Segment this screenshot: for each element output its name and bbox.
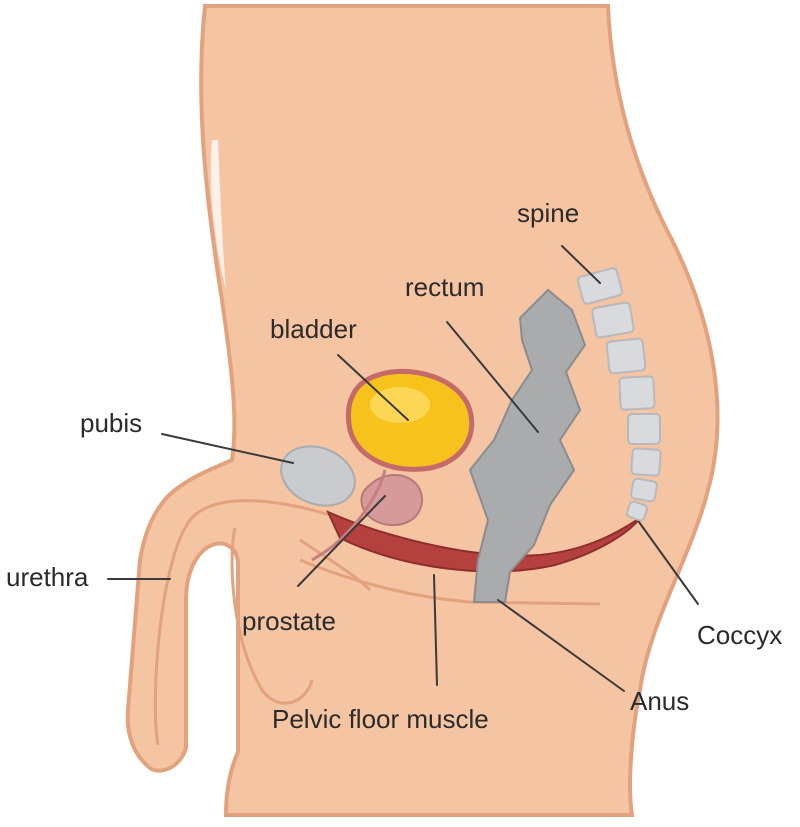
- label-spine: spine: [517, 198, 579, 228]
- body-highlight: [210, 140, 226, 290]
- leader-coccyx: [638, 521, 699, 605]
- label-prostate: prostate: [242, 606, 336, 636]
- spine-vertebrae: [576, 267, 662, 522]
- leader-bladder: [337, 354, 409, 421]
- perineum-cross: [299, 538, 372, 592]
- leader-rectum: [446, 321, 539, 433]
- label-coccyx: Coccyx: [697, 620, 782, 650]
- label-rectum: rectum: [405, 272, 484, 302]
- perineum-contour: [299, 558, 601, 606]
- prostate-gland: [360, 473, 423, 526]
- leader-pubis: [161, 433, 294, 464]
- scrotum-contour: [230, 527, 314, 705]
- leader-anus: [497, 599, 625, 692]
- rectum: [468, 288, 587, 603]
- label-pubis: pubis: [80, 408, 142, 438]
- penis-contour: [153, 499, 331, 746]
- label-anus: Anus: [630, 686, 689, 716]
- bladder-highlight: [370, 387, 430, 423]
- leader-pelvic-floor: [433, 574, 438, 686]
- urethra-tube: [311, 469, 387, 562]
- label-pelvic-floor: Pelvic floor muscle: [272, 704, 489, 734]
- leader-spine: [561, 245, 601, 284]
- pubis-bone: [280, 445, 356, 507]
- leader-prostate: [297, 495, 386, 587]
- label-bladder: bladder: [270, 314, 357, 344]
- label-urethra: urethra: [6, 562, 89, 592]
